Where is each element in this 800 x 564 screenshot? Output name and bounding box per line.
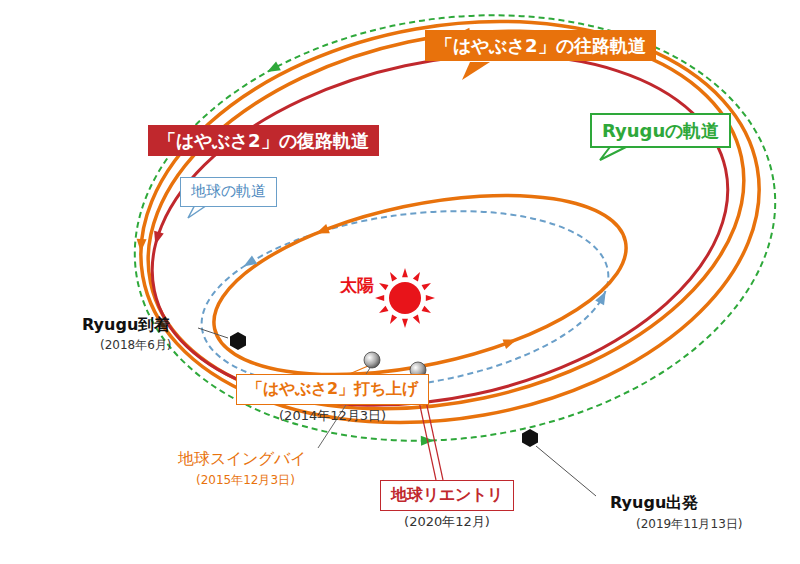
- box-title: 「はやぶさ2」の往路軌道: [425, 30, 656, 61]
- ryugu-orbit: [107, 0, 800, 481]
- box-title: 「はやぶさ2」打ち上げ: [236, 374, 429, 405]
- sun-ray: [413, 272, 420, 281]
- orbit-arrow: [595, 289, 610, 305]
- sun-ray: [379, 283, 388, 290]
- outbound-orbit: [113, 0, 779, 461]
- sun-rays: [375, 268, 435, 328]
- event-date: (2018年6月): [100, 337, 172, 354]
- event-date: (2020年12月): [380, 514, 514, 530]
- sun-ray: [426, 295, 435, 301]
- sun-ray: [375, 295, 384, 301]
- event-box: 「はやぶさ2」打ち上げ (2014年12月3日): [236, 374, 429, 423]
- sun-ray: [422, 306, 431, 313]
- sun: [389, 282, 421, 314]
- orbit-arrow: [151, 231, 164, 246]
- sun-ray: [402, 319, 408, 328]
- event-date: (2015年12月3日): [196, 472, 295, 489]
- orbit-title-box: 地球の軌道: [180, 177, 277, 207]
- box-title: 地球リエントリ: [380, 480, 514, 511]
- sun-ray: [422, 283, 431, 290]
- sun-ray: [413, 315, 420, 324]
- orbit-arrow: [136, 239, 147, 253]
- return-orbit: [119, 5, 760, 455]
- box-pointer: [462, 62, 490, 80]
- direction-arrows: [136, 28, 610, 446]
- box-title: 「はやぶさ2」の復路軌道: [148, 125, 379, 156]
- box-pointer: [600, 147, 626, 160]
- orbit-title-box: 「はやぶさ2」の往路軌道: [425, 30, 656, 61]
- earth: [364, 352, 380, 368]
- box-title: 地球の軌道: [180, 177, 277, 207]
- orbit-arrow: [503, 335, 519, 349]
- leader-line: [198, 328, 228, 338]
- orbit-arrow: [265, 61, 281, 76]
- sun-label: 太陽: [340, 274, 374, 297]
- outbound-orbit: [109, 0, 792, 469]
- event-label: Ryugu出発: [610, 493, 698, 514]
- event-date: (2014年12月3日): [236, 408, 429, 424]
- event-label: Ryugu到着: [82, 315, 170, 336]
- ryugu-marker: [230, 332, 246, 350]
- sun-ray: [390, 272, 397, 281]
- orbit-arrow: [314, 224, 330, 238]
- event-label: 地球スイングバイ: [178, 449, 306, 470]
- ryugu-marker: [522, 429, 538, 447]
- event-box: 地球リエントリ (2020年12月): [380, 480, 514, 529]
- box-title: Ryuguの軌道: [590, 113, 731, 148]
- sun-ray: [402, 268, 408, 277]
- orbit-title-box: 「はやぶさ2」の復路軌道: [148, 125, 379, 156]
- leader-line: [536, 446, 596, 496]
- sun-ray: [390, 315, 397, 324]
- orbit-title-box: Ryuguの軌道: [590, 113, 731, 148]
- event-date: (2019年11月13日): [636, 516, 742, 533]
- sun-ray: [379, 306, 388, 313]
- orbit-arrow: [241, 255, 257, 270]
